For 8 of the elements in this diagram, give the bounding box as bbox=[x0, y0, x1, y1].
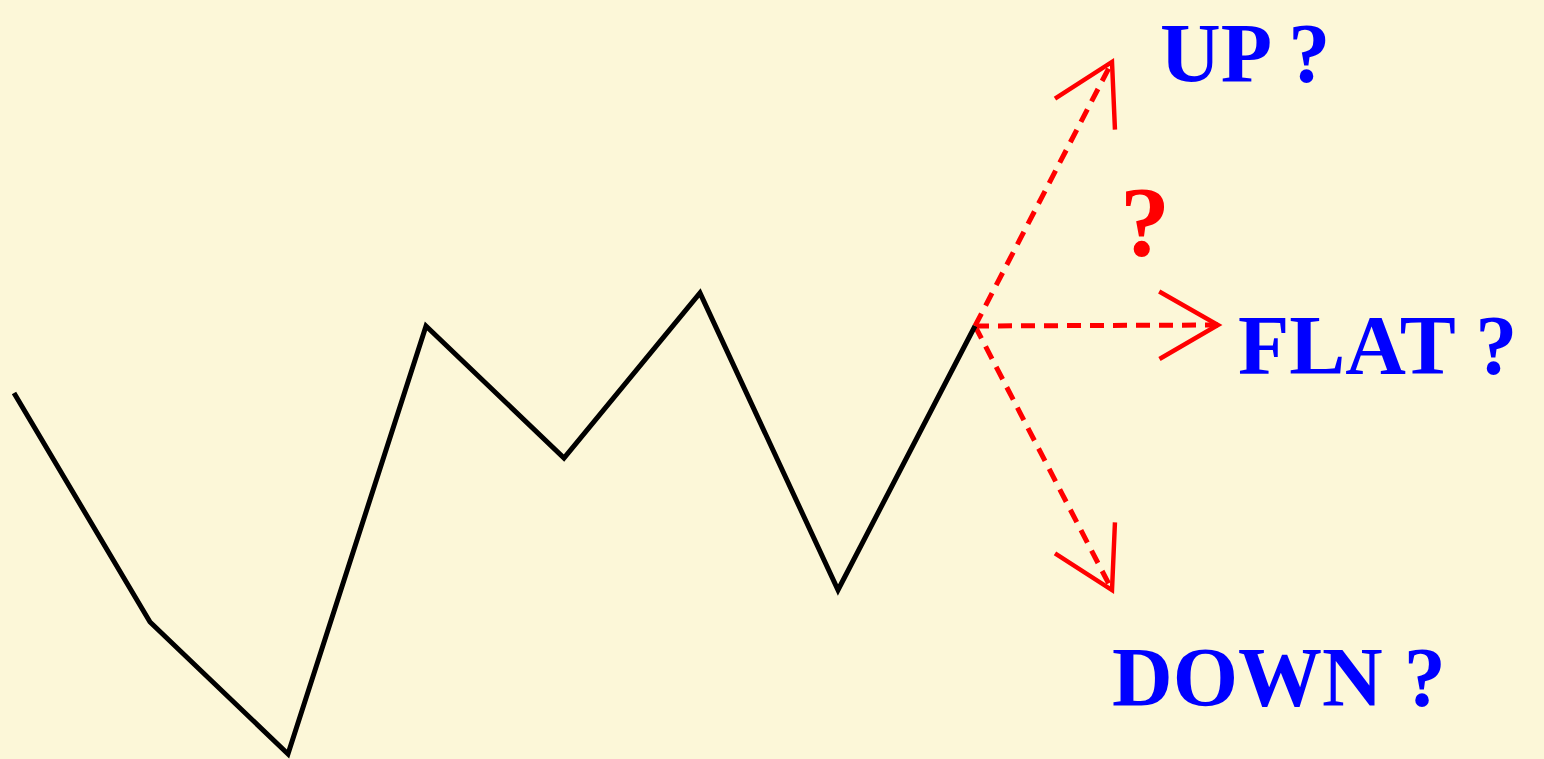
outcome-label: DOWN ? bbox=[1112, 636, 1446, 720]
outcome-label: UP ? bbox=[1160, 12, 1331, 96]
dashed-arrow bbox=[972, 324, 1118, 593]
dashed-arrow bbox=[972, 59, 1118, 328]
dashed-arrow bbox=[975, 289, 1221, 362]
outcome-label: FLAT ? bbox=[1238, 304, 1518, 388]
question-mark-label: ? bbox=[1120, 172, 1170, 272]
zigzag-price-line bbox=[10, 289, 979, 758]
